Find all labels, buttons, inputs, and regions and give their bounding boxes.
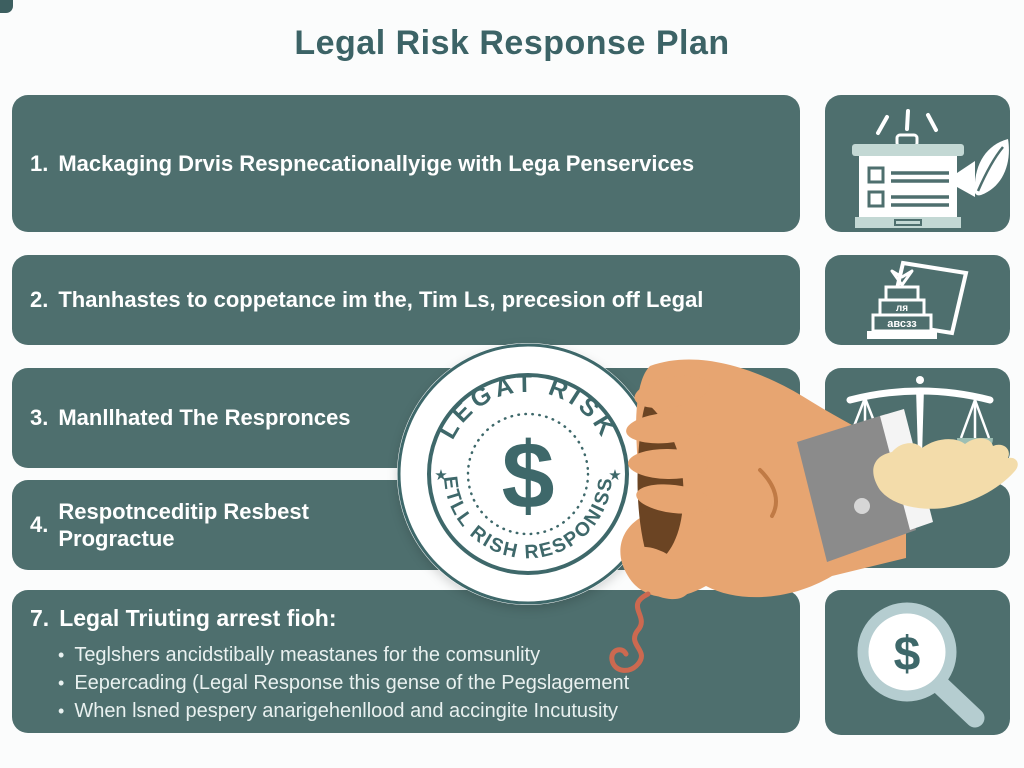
step-number: 2. (30, 287, 49, 312)
icon-tile-4-empty (825, 483, 1010, 568)
icon-tile-5: $ (825, 590, 1010, 735)
magnifier-dollar-symbol: $ (894, 628, 921, 681)
bullet-text: Eepercading (Legal Response this gense o… (74, 671, 630, 694)
list-item: • When lsned pespery anarigehenllood and… (58, 697, 629, 725)
bullet-marker: • (58, 700, 65, 721)
tiered-stack-paper-icon: ля авсзз (867, 260, 969, 339)
step-text: Manllhated The Respronces (58, 405, 351, 431)
stack-tier-label: ля (896, 303, 908, 314)
bullet-marker: • (58, 672, 65, 693)
step-text: Mackaging Drvis Respnecationallyige with… (58, 150, 695, 176)
step-item-2: 2. Thanhastes to coppetance im the, Tim … (12, 255, 800, 345)
icon-tile-2: ля авсзз (825, 255, 1010, 345)
list-item: • Eepercading (Legal Response this gense… (58, 669, 629, 697)
step-item-3: 3. Manllhated The Respronces (12, 368, 800, 468)
bullet-text: When lsned pespery anarigehenllood and a… (74, 699, 618, 722)
checklist-board-leaf-icon (852, 109, 1009, 228)
scales-of-justice-icon (846, 376, 994, 465)
step-text: Respotnceditip Resbest Progractue (58, 498, 309, 552)
step-text: Thanhastes to coppetance im the, Tim Ls,… (58, 287, 704, 313)
corner-mark (0, 0, 13, 13)
step-number: 1. (30, 150, 49, 176)
step-number: 3. (30, 405, 49, 430)
icon-tile-3 (825, 368, 1010, 468)
icon-tile-1 (825, 95, 1010, 232)
step-item-1: 1. Mackaging Drvis Respnecationallyige w… (12, 95, 800, 232)
step-number: 7. (30, 605, 50, 631)
page-title: Legal Risk Response Plan (294, 24, 730, 62)
bullet-list: • Teglshers ancidstibally meastanes for … (30, 641, 629, 725)
step-number: 4. (30, 512, 49, 537)
step-item-5: 7. Legal Triuting arrest fioh: • Teglshe… (12, 590, 800, 733)
step-item-4: 4. Respotnceditip Resbest Progractue (12, 480, 800, 570)
step-text: Legal Triuting arrest fioh: (59, 605, 337, 631)
stack-tier-label: авсзз (887, 318, 917, 330)
bullet-text: Teglshers ancidstibally meastanes for th… (74, 643, 541, 666)
list-item: • Teglshers ancidstibally meastanes for … (58, 641, 629, 669)
step-heading: 7. Legal Triuting arrest fioh: (30, 604, 337, 633)
bullet-marker: • (58, 644, 65, 665)
magnifier-dollar-icon: $ (857, 602, 985, 728)
